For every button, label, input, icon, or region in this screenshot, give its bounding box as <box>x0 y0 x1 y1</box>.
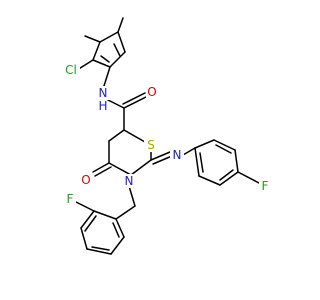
bond <box>92 59 111 68</box>
bond <box>94 166 112 177</box>
bonds <box>75 17 260 255</box>
bond <box>198 175 221 186</box>
bond <box>199 152 204 173</box>
bond <box>80 210 95 229</box>
bond <box>234 149 239 173</box>
bond <box>219 169 234 181</box>
bond <box>213 139 236 151</box>
bond <box>115 218 125 238</box>
bond <box>128 185 136 207</box>
bond <box>80 227 88 250</box>
bond <box>123 96 147 109</box>
bond <box>182 147 196 156</box>
chemical-structure: Cl N H O S N N O F F <box>62 17 271 255</box>
bond <box>113 43 121 57</box>
bond <box>219 171 239 186</box>
bond <box>130 159 152 176</box>
bond <box>115 205 136 220</box>
bond <box>91 246 110 251</box>
bond <box>194 139 215 149</box>
bond <box>122 92 146 105</box>
ring-oxygen-label: O <box>81 173 90 187</box>
bond <box>84 215 97 232</box>
sulfur-atom-label: S <box>147 138 155 152</box>
atom-labels: Cl N H O S N N O F F <box>62 63 271 206</box>
bond <box>117 31 126 53</box>
bond <box>109 51 126 68</box>
bond <box>237 171 260 184</box>
bond <box>108 162 132 176</box>
bond <box>110 236 125 255</box>
bond <box>92 41 101 61</box>
bond <box>105 98 125 109</box>
bond <box>92 162 110 173</box>
bond <box>75 201 95 212</box>
bond <box>100 55 110 63</box>
bond <box>112 222 120 238</box>
bond <box>86 248 112 255</box>
bond <box>102 66 111 90</box>
bond <box>108 129 125 142</box>
chlorine-atom-label: Cl <box>65 63 77 77</box>
bond <box>150 151 171 161</box>
amide-oxygen-label: O <box>147 85 156 99</box>
ortho-fluorine-label: F <box>67 192 74 206</box>
bond <box>117 17 124 33</box>
bond <box>99 31 119 43</box>
bond <box>84 35 101 43</box>
para-fluorine-label: F <box>262 179 269 193</box>
bond <box>194 147 200 177</box>
bond <box>123 129 146 143</box>
bond <box>93 210 117 220</box>
ring-nitrogen-label: N <box>125 174 134 188</box>
amide-nitrogen-label: N <box>99 86 108 100</box>
bond <box>215 144 232 154</box>
imine-nitrogen-label: N <box>173 148 182 162</box>
bond <box>152 155 173 165</box>
amide-hydrogen-label: H <box>98 99 107 113</box>
